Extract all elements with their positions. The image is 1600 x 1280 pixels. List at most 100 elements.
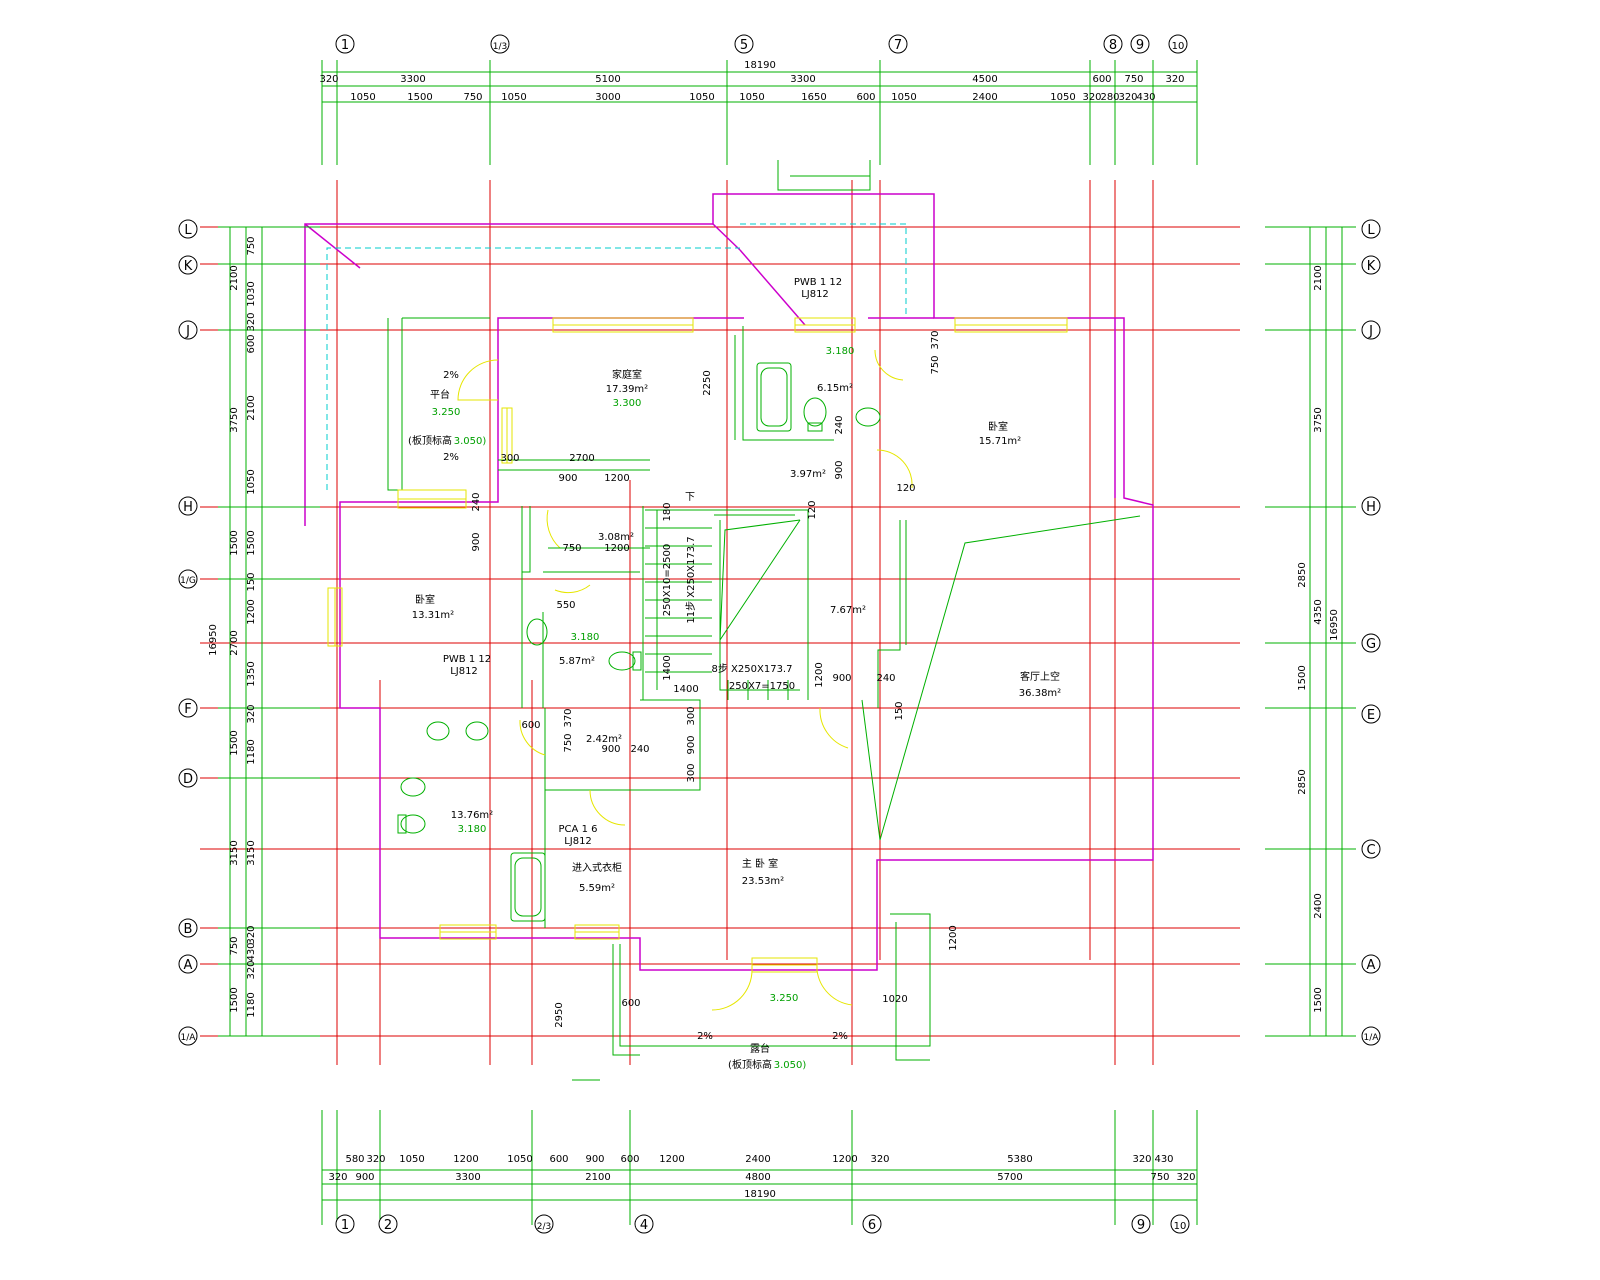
room-area: 15.71m² [979, 436, 1021, 447]
dim-text: 1200 [604, 473, 629, 484]
dim-total-right: 16950 [1329, 609, 1340, 641]
axis-label-left: K [184, 259, 193, 274]
dim-text: 5380 [1007, 1154, 1032, 1165]
dim-text: 3750 [1313, 407, 1324, 432]
dim-text: 900 [355, 1172, 374, 1183]
room-name: 主 卧 室 [742, 857, 778, 870]
void-lines [861, 515, 1141, 841]
axis-label-top: 7 [894, 38, 902, 53]
room-area: 3.97m² [790, 469, 826, 480]
axis-bubble [178, 255, 198, 275]
axis-bubble [862, 1214, 882, 1234]
axis-bubbles [178, 34, 1381, 1234]
dim-text: 240 [471, 492, 482, 511]
slope-label: 2% [443, 370, 459, 381]
fixture-label: PCA 1 6 [559, 824, 598, 835]
axis-label-bottom: 2 [384, 1218, 392, 1233]
dim-text: 1050 [399, 1154, 424, 1165]
axis-bubble [1170, 1214, 1190, 1234]
room-name: 卧室 [415, 593, 435, 606]
axis-bubble [1361, 839, 1381, 859]
dim-text: 1400 [673, 684, 698, 695]
dim-text: 180 [662, 502, 673, 521]
fixture-label: LJ812 [564, 836, 592, 847]
dim-text: 2400 [1313, 893, 1324, 918]
dim-text: 900 [471, 532, 482, 551]
dim-text: 320 [1176, 1172, 1195, 1183]
dim-text: 1200 [832, 1154, 857, 1165]
left-dimensions: 16950 2100 3750 1500 2700 1500 3150 750 … [208, 236, 257, 1017]
axis-bubble [1361, 496, 1381, 516]
dim-text: 4500 [972, 74, 997, 85]
dim-text: 5100 [595, 74, 620, 85]
top-dimensions: 18190 320 3300 5100 3300 4500 600 750 32… [319, 60, 1184, 103]
right-dimensions: 2100 3750 2850 1500 2850 2400 1500 4350 … [1297, 265, 1340, 1012]
fixture-label: LJ812 [450, 666, 478, 677]
dimension-lines [218, 60, 1356, 1225]
dim-text: 600 [246, 334, 257, 353]
room-level: 3.300 [613, 398, 642, 409]
axis-label-top: 8 [1109, 38, 1117, 53]
axis-bubble [1361, 219, 1381, 239]
dim-text: 320 [246, 925, 257, 944]
dim-text: 900 [686, 735, 697, 754]
axis-label-bottom: 9 [1137, 1218, 1145, 1233]
dim-text: 1050 [891, 92, 916, 103]
walls [304, 193, 1154, 971]
dim-text: 320 [246, 704, 257, 723]
dim-text: 750 [562, 543, 581, 554]
room-level: 3.180 [458, 824, 487, 835]
axis-label-right: G [1366, 637, 1376, 652]
dim-text: 2100 [585, 1172, 610, 1183]
dim-text: 1400 [662, 655, 673, 680]
dim-text: 320 [328, 1172, 347, 1183]
room-labels: 家庭室 17.39m² 3.300 平台 3.250 (板顶标高 3.050) … [408, 346, 1061, 1071]
dim-text: 1050 [246, 469, 257, 494]
axis-label-right: E [1367, 708, 1375, 723]
dim-text: 750 [563, 733, 574, 752]
dim-text: 750 [1124, 74, 1143, 85]
dim-text: 900 [585, 1154, 604, 1165]
dim-text: 300 [500, 453, 519, 464]
dim-text: 240 [834, 415, 845, 434]
axis-label-left: D [183, 772, 193, 787]
staircase [645, 509, 801, 700]
axis-bubble [178, 1026, 198, 1046]
room-level: 3.250 [770, 993, 799, 1004]
axis-label-bottom: 10 [1174, 1221, 1187, 1232]
axis-bubble [178, 496, 198, 516]
fixture-label: PWB 1 12 [794, 277, 842, 288]
room-note-level: 3.050) [774, 1060, 807, 1071]
stair-label: 11步 X250X173.7 [685, 536, 697, 623]
axis-label-top: 5 [740, 38, 748, 53]
fixtures [397, 362, 881, 922]
dim-text: 1500 [407, 92, 432, 103]
axis-label-bottom: 4 [640, 1218, 648, 1233]
axis-label-left: J [185, 324, 190, 339]
roof-outline [326, 223, 907, 490]
dim-text: 1030 [246, 281, 257, 306]
dim-text: 240 [876, 673, 895, 684]
room-area: 5.87m² [559, 656, 595, 667]
axis-label-bottom: 2/3 [537, 1222, 551, 1232]
dim-text: 2700 [569, 453, 594, 464]
room-level: 3.180 [826, 346, 855, 357]
dim-text: 750 [930, 355, 941, 374]
room-area: 23.53m² [742, 876, 784, 887]
axis-label-right: L [1367, 223, 1375, 238]
dim-text: 1200 [604, 543, 629, 554]
room-note: (板顶标高 [728, 1058, 772, 1071]
dim-text: 320 [246, 312, 257, 331]
axis-bubble [1361, 255, 1381, 275]
axis-bubble [178, 918, 198, 938]
axis-label-left: F [184, 702, 191, 717]
stair-direction: 下 [685, 492, 695, 503]
dim-text: 900 [834, 460, 845, 479]
dim-text: 1650 [801, 92, 826, 103]
room-level: 3.250 [432, 407, 461, 418]
dim-text: 1500 [229, 730, 240, 755]
dim-text: 1500 [1313, 987, 1324, 1012]
dim-text: 1050 [689, 92, 714, 103]
dim-text: 1050 [501, 92, 526, 103]
